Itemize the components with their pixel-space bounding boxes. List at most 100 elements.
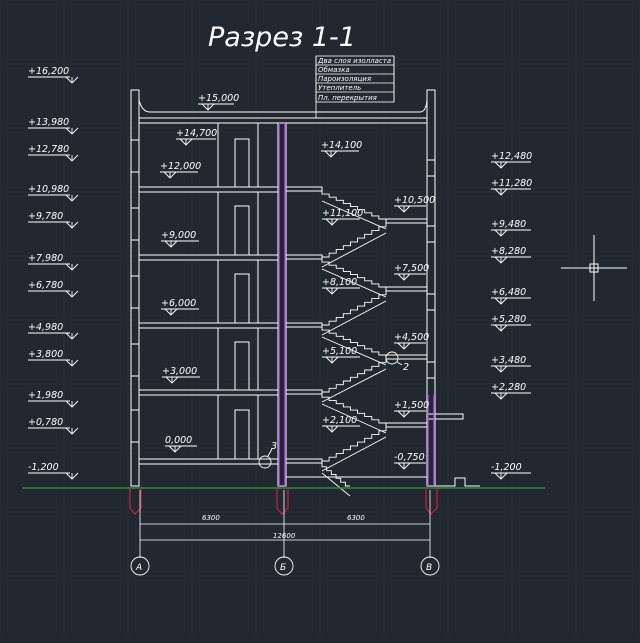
- left-mark-6-text: +6,780: [28, 280, 63, 291]
- inner-mark-2-text: +12,000: [160, 161, 201, 172]
- inner-mark-4-text: +6,000: [161, 298, 196, 309]
- drawing-title: Разрез 1-1: [208, 22, 356, 53]
- inner-mark-6-text: 0,000: [165, 435, 192, 446]
- right-elevation-marks: +12,480 +11,280 +9,480 +8,280 +6,480 +5,280 +3…: [491, 151, 532, 480]
- left-mark-3-text: +10,980: [28, 184, 69, 195]
- inner-mark-0-text: +15,000: [198, 93, 239, 104]
- right-mark-0-text: +12,480: [491, 151, 532, 162]
- left-mark-11-text: -1,200: [28, 462, 59, 473]
- layer-label-1: Два слоя изолласта: [317, 57, 391, 65]
- axis-label-v: В: [426, 563, 432, 573]
- left-mark-9: +1,980: [28, 390, 79, 408]
- dim-span-left: 6300: [202, 514, 220, 522]
- stair-flight-down-3: [321, 191, 387, 230]
- right-mark-6-text: +3,480: [491, 355, 526, 366]
- left-elevation-marks: +16,200 +13,980 +12,780 +10,980 +9,780 +7,980…: [28, 66, 79, 480]
- inner-mark-16-text: -0,750: [394, 452, 425, 463]
- layer-label-3: Пароизоляция: [318, 75, 371, 83]
- inner-mark-8-text: +11,100: [322, 208, 363, 219]
- inner-mark-9-text: +8,100: [322, 277, 357, 288]
- left-mark-9-text: +1,980: [28, 390, 63, 401]
- inner-mark-13-text: +7,500: [394, 263, 429, 274]
- inner-mark-1-text: +14,700: [176, 128, 217, 139]
- stair-flight-down-0: [321, 394, 387, 434]
- right-mark-4-text: +6,480: [491, 287, 526, 298]
- right-mark-1-text: +11,280: [491, 178, 532, 189]
- left-mark-11: -1,200: [28, 462, 79, 480]
- purple-column-lines: [278, 123, 435, 486]
- detail-callouts: [258, 351, 403, 469]
- right-mark-5-text: +5,280: [491, 314, 526, 325]
- inner-mark-15: +1,500: [394, 400, 429, 418]
- left-mark-1: +13,980: [28, 117, 79, 135]
- callout-3: 3: [271, 441, 277, 452]
- inner-mark-11: +2,100: [322, 415, 360, 433]
- left-mark-8-text: +3,800: [28, 349, 63, 360]
- foundations: [129, 488, 438, 515]
- left-mark-0: +16,200: [28, 66, 79, 84]
- inner-mark-3: +9,000: [161, 230, 199, 248]
- right-mark-8-text: -1,200: [491, 462, 522, 473]
- right-mark-7: +2,280: [491, 382, 531, 400]
- stair-flight-down-2: [321, 259, 387, 298]
- inner-mark-8: +11,100: [322, 208, 363, 226]
- dim-span-right: 6300: [347, 514, 365, 522]
- left-mark-8: +3,800: [28, 349, 79, 367]
- callout-2: 2: [403, 362, 409, 373]
- left-mark-10: +0,780: [28, 417, 79, 435]
- left-mark-7: +4,980: [28, 322, 79, 340]
- left-mark-2: +12,780: [28, 144, 79, 162]
- inner-mark-1: +14,700: [176, 128, 217, 146]
- left-mark-5: +7,980: [28, 253, 79, 271]
- inner-mark-2: +12,000: [160, 161, 201, 179]
- left-mark-7-text: +4,980: [28, 322, 63, 333]
- inner-mark-7-text: +14,100: [321, 140, 362, 151]
- axis-markers: [130, 556, 440, 576]
- stair-flights: [321, 191, 387, 497]
- left-mark-2-text: +12,780: [28, 144, 69, 155]
- inner-mark-13: +7,500: [394, 263, 429, 281]
- crosshair-cursor-icon: [561, 235, 627, 301]
- axis-label-b: Б: [280, 563, 286, 573]
- inner-mark-14-text: +4,500: [394, 332, 429, 343]
- right-mark-8: -1,200: [491, 462, 531, 480]
- right-mark-2-text: +9,480: [491, 219, 526, 230]
- stair-flight-down-1: [321, 327, 387, 366]
- right-mark-5: +5,280: [491, 314, 531, 332]
- right-mark-1: +11,280: [491, 178, 532, 196]
- right-mark-7-text: +2,280: [491, 382, 526, 393]
- stair-flight-up-2: [321, 291, 387, 336]
- right-mark-3-text: +8,280: [491, 246, 526, 257]
- stair-flight-up-1: [321, 359, 387, 403]
- layer-label-5: Пл. перекрытия: [318, 94, 377, 102]
- left-mark-10-text: +0,780: [28, 417, 63, 428]
- left-mark-6: +6,780: [28, 280, 79, 298]
- right-mark-0: +12,480: [491, 151, 532, 169]
- inner-mark-4: +6,000: [161, 298, 199, 316]
- roof-layers-legend: [315, 55, 395, 118]
- stair-flight-up-3: [321, 223, 387, 268]
- layer-label-2: Обмазка: [318, 66, 350, 74]
- inner-mark-10-text: +5,100: [322, 346, 357, 357]
- inner-mark-11-text: +2,100: [322, 415, 357, 426]
- inner-mark-9: +8,100: [322, 277, 360, 295]
- left-mark-1-text: +13,980: [28, 117, 69, 128]
- left-mark-5-text: +7,980: [28, 253, 63, 264]
- inner-mark-7: +14,100: [321, 140, 362, 158]
- inner-mark-10: +5,100: [322, 346, 360, 364]
- interior-elevation-marks: +15,000 +14,700 +12,000 +9,000 +6,000 +3,000 0…: [160, 93, 435, 470]
- right-mark-3: +8,280: [491, 246, 531, 264]
- inner-mark-6: 0,000: [165, 435, 197, 453]
- dim-total: 12600: [273, 532, 296, 540]
- left-mark-0-text: +16,200: [28, 66, 69, 77]
- inner-mark-12-text: +10,500: [394, 195, 435, 206]
- inner-mark-0: +15,000: [198, 93, 239, 111]
- left-mark-3: +10,980: [28, 184, 79, 202]
- right-mark-2: +9,480: [491, 219, 531, 237]
- left-mark-4: +9,780: [28, 211, 79, 229]
- inner-mark-12: +10,500: [394, 195, 435, 213]
- inner-mark-5: +3,000: [162, 366, 200, 384]
